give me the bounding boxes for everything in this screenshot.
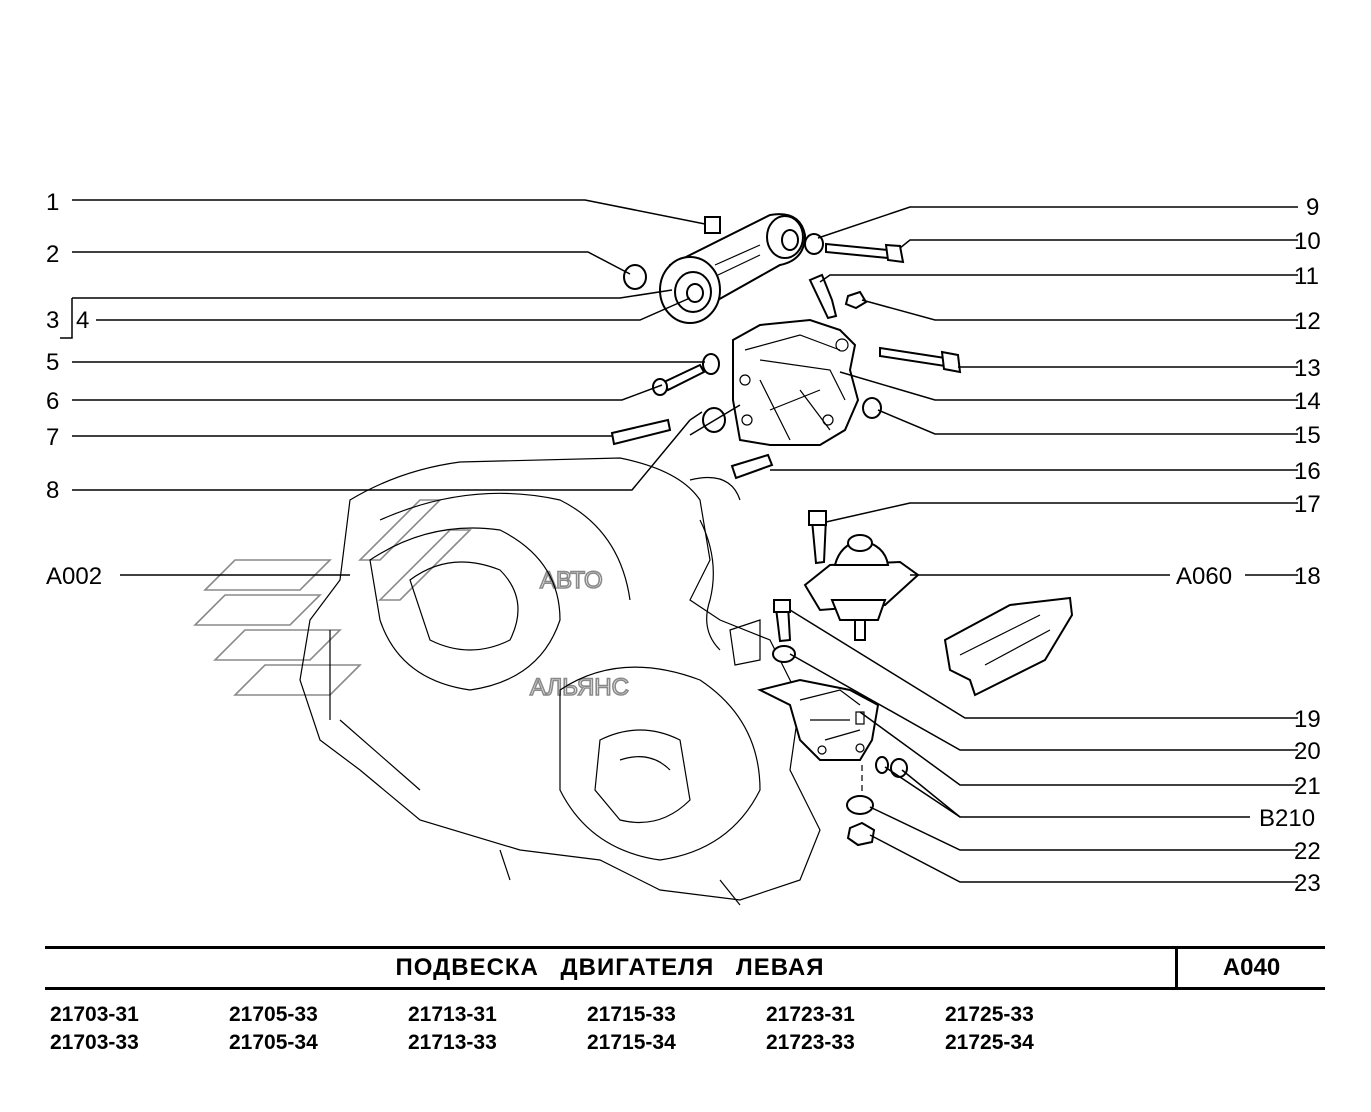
model-code: 21725-33	[945, 1003, 1034, 1026]
title-block: ПОДВЕСКА ДВИГАТЕЛЯ ЛЕВАЯ A040	[45, 946, 1325, 990]
engine-bracket	[732, 318, 860, 446]
callout-b210: B210	[1259, 805, 1315, 832]
callout-a060: A060	[1176, 563, 1232, 590]
callout-9: 9	[1306, 194, 1319, 221]
page-title: ПОДВЕСКА ДВИГАТЕЛЯ ЛЕВАЯ	[45, 949, 1178, 987]
model-column: 21705-33 21705-34	[229, 1001, 399, 1057]
washer-icon	[804, 233, 824, 255]
lower-bracket	[757, 599, 908, 847]
model-code: 21703-33	[50, 1031, 139, 1054]
stud-7-icon	[610, 418, 672, 446]
nut-clip-icon	[704, 216, 721, 234]
bracket-plate-icon	[808, 273, 838, 320]
model-code: 21705-34	[229, 1031, 318, 1054]
callout-7: 7	[46, 424, 59, 451]
model-code: 21715-33	[587, 1003, 676, 1026]
callout-15: 15	[1294, 422, 1321, 449]
model-column: 21713-31 21713-33	[408, 1001, 578, 1057]
callout-4: 4	[76, 307, 89, 334]
model-column: 21725-33 21725-34	[945, 1001, 1115, 1057]
model-column: 21715-33 21715-34	[587, 1001, 757, 1057]
model-code: 21713-33	[408, 1031, 497, 1054]
callout-5: 5	[46, 349, 59, 376]
model-code: 21723-31	[766, 1003, 855, 1026]
leader-lines-left	[60, 199, 741, 576]
page-code: A040	[1222, 954, 1281, 981]
nut-15-icon	[862, 397, 882, 419]
model-code: 21723-33	[766, 1031, 855, 1054]
callout-8: 8	[46, 477, 59, 504]
watermark-logo-icon	[193, 499, 472, 696]
model-code: 21725-34	[945, 1031, 1034, 1054]
callout-18: 18	[1294, 563, 1321, 590]
model-code: 21713-31	[408, 1003, 497, 1026]
leader-lines-right	[770, 206, 1298, 883]
callout-19: 19	[1294, 706, 1321, 733]
callout-3: 3	[46, 307, 59, 334]
nut-icon	[844, 290, 868, 310]
model-column: 21723-31 21723-33	[766, 1001, 936, 1057]
callout-1: 1	[46, 189, 59, 216]
torque-rod	[659, 213, 807, 324]
heat-shield	[943, 596, 1074, 697]
stud-16-icon	[730, 453, 774, 480]
callout-12: 12	[1294, 308, 1321, 335]
callout-17: 17	[1294, 491, 1321, 518]
model-code: 21705-33	[229, 1003, 318, 1026]
bolt-icon	[825, 242, 889, 260]
callout-11: 11	[1294, 263, 1319, 290]
watermark: АВТО АЛЬЯНС	[193, 499, 630, 702]
callout-21: 21	[1294, 773, 1321, 800]
model-list: 21703-31 21703-33 21705-33 21705-34 2171…	[50, 1001, 1310, 1061]
callout-a002: A002	[46, 563, 102, 590]
callout-22: 22	[1294, 838, 1321, 865]
callout-23: 23	[1294, 870, 1321, 897]
bushing-icon	[623, 264, 647, 290]
watermark-line2: АЛЬЯНС	[530, 674, 629, 701]
washer-5-icon	[702, 353, 720, 375]
small-parts	[610, 216, 962, 565]
callout-13: 13	[1294, 355, 1321, 382]
callout-10: 10	[1294, 228, 1321, 255]
callout-16: 16	[1294, 458, 1321, 485]
gearbox-drawing	[299, 457, 821, 906]
model-code: 21703-31	[50, 1003, 139, 1026]
watermark-line1: АВТО	[540, 567, 603, 594]
bolt-6-icon	[662, 363, 706, 392]
callout-6: 6	[46, 388, 59, 415]
callout-2: 2	[46, 241, 59, 268]
model-column: 21703-31 21703-33	[50, 1001, 220, 1057]
callout-20: 20	[1294, 738, 1321, 765]
engine-mount	[803, 534, 920, 641]
bolt-long-icon	[879, 346, 946, 368]
model-code: 21715-34	[587, 1031, 676, 1054]
callout-14: 14	[1294, 388, 1321, 415]
